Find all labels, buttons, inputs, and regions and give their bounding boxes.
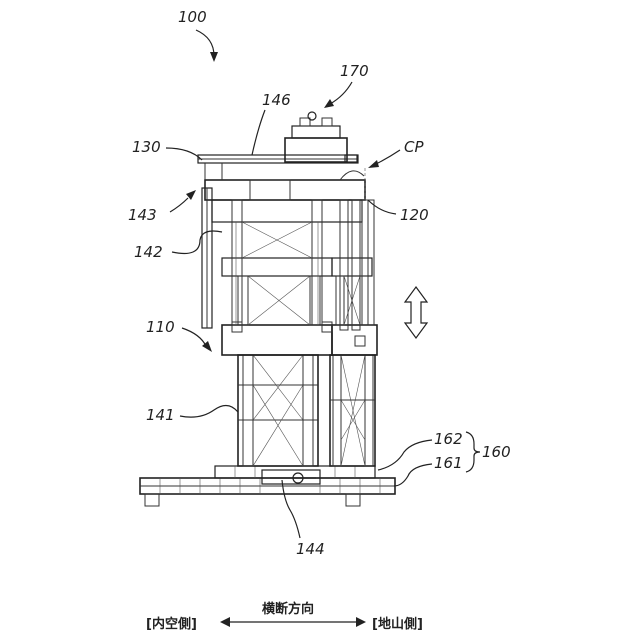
legend-right: [地山側]	[372, 616, 423, 632]
label-130: 130	[132, 138, 161, 156]
label-144: 144	[296, 540, 325, 558]
label-110: 110	[146, 318, 175, 336]
label-161: 161	[434, 454, 463, 472]
vertical-move-arrow	[405, 287, 427, 338]
label-146: 146	[262, 91, 291, 109]
label-141: 141	[146, 406, 175, 424]
label-160: 160	[482, 443, 511, 461]
top-assembly	[198, 112, 358, 180]
reference-labels: 100 170 146 130 CP 143 120 142 110 141 1…	[128, 8, 511, 558]
label-170: 170	[340, 62, 369, 80]
label-100: 100	[178, 8, 207, 26]
label-cp: CP	[404, 138, 424, 156]
direction-legend: [内空側] 横断方向 [地山側]	[146, 601, 423, 632]
label-120: 120	[400, 206, 429, 224]
legend-arrow-right-head	[356, 617, 366, 627]
legend-direction: 横断方向	[262, 601, 314, 617]
label-142: 142	[134, 243, 163, 261]
legend-arrow-left-head	[220, 617, 230, 627]
base-platform	[140, 466, 395, 506]
upper-frame	[202, 168, 374, 330]
label-162: 162	[434, 430, 463, 448]
leader-lines	[166, 30, 480, 538]
lower-frame	[238, 355, 375, 466]
middle-frame	[222, 258, 377, 355]
legend-left: [内空側]	[146, 616, 197, 632]
label-143: 143	[128, 206, 157, 224]
